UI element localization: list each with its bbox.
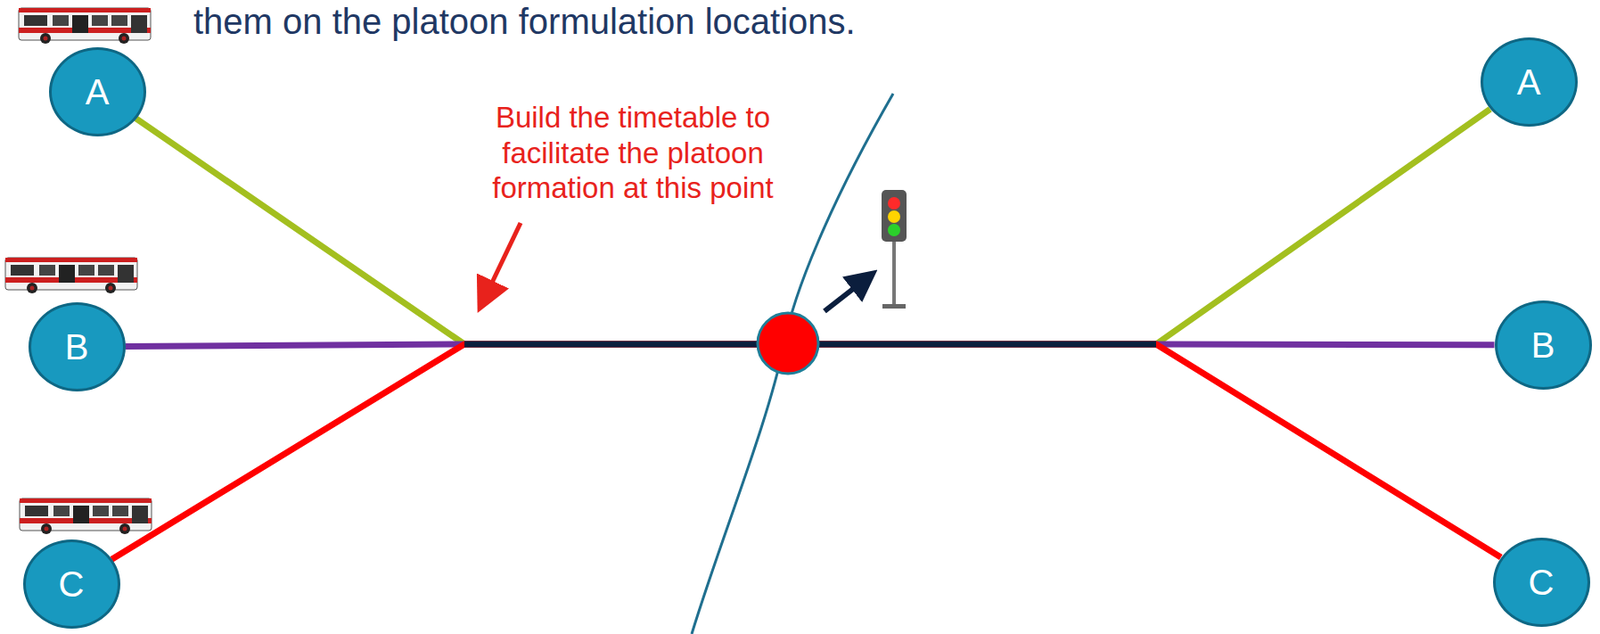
route-circle: C: [23, 539, 121, 629]
callout-note: Build the timetable to facilitate the pl…: [454, 99, 812, 206]
bus-icon: [18, 8, 151, 44]
route-letter: B: [1531, 327, 1556, 363]
route-letter: C: [1528, 564, 1555, 600]
route-letter: B: [65, 328, 90, 365]
callout-arrow: [481, 222, 521, 305]
route-circle: A: [1480, 37, 1578, 127]
heading-text: them on the platoon formulation location…: [193, 0, 1174, 43]
bus-icon: [19, 498, 152, 534]
route-circle: B: [1494, 300, 1592, 390]
route-letter: A: [85, 73, 110, 110]
intersection-dot: [757, 312, 819, 374]
pointer-arrow: [824, 276, 870, 312]
route-circle: B: [28, 302, 126, 392]
route-circle: C: [1493, 537, 1591, 627]
bus-icon: [5, 257, 138, 294]
route-line: [136, 108, 1491, 345]
route-letter: A: [1517, 64, 1542, 100]
route-letter: C: [58, 566, 85, 602]
route-circle: A: [49, 47, 147, 137]
route-line: [111, 344, 1501, 559]
traffic-light: [881, 189, 907, 309]
